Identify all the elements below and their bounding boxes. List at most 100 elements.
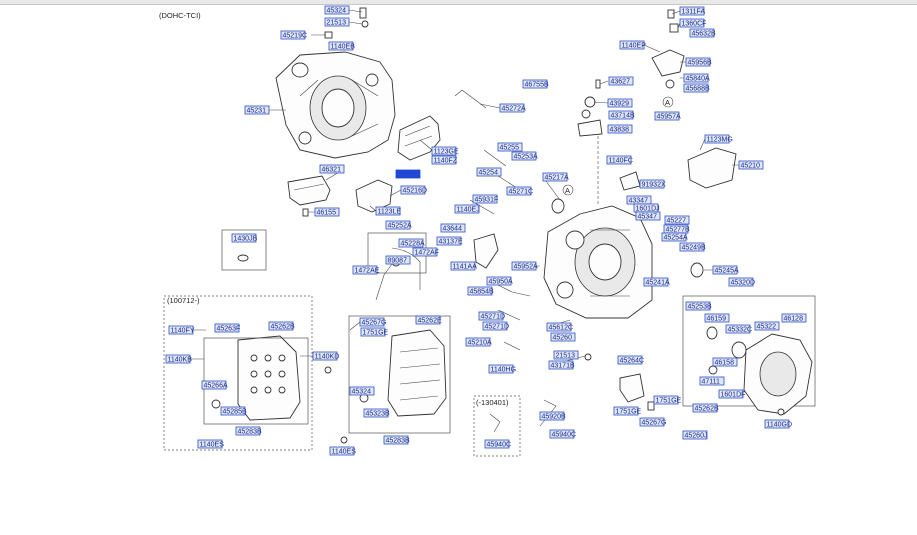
part-label-45283b[interactable]: 45283B [235, 426, 262, 436]
part-label-45632b[interactable]: 45632B [689, 28, 716, 38]
part-label-21513[interactable]: 21513 [324, 17, 350, 27]
part-label-45324[interactable]: 45324 [349, 386, 375, 396]
part-label-45957a[interactable]: 45957A [654, 111, 681, 121]
part-label-1140eb[interactable]: 1140EB [328, 41, 355, 51]
part-label-1601df[interactable]: 1601DF [718, 389, 745, 399]
part-label-45260[interactable]: 45260 [550, 332, 576, 342]
part-label-45262b[interactable]: 45262B [692, 403, 719, 413]
part-label-45254a[interactable]: 45254A [661, 232, 688, 242]
part-label-46128[interactable]: 46128 [781, 313, 807, 323]
part-label-45285b[interactable]: 45285B [220, 406, 247, 416]
part-label-45956b[interactable]: 45956B [685, 57, 712, 67]
part-label-45272a[interactable]: 45272A [499, 103, 526, 113]
part-label-45283b[interactable]: 45283B [383, 435, 410, 445]
part-label-1751ge[interactable]: 1751GE [653, 395, 682, 405]
part-label-43929[interactable]: 43929 [607, 98, 633, 108]
part-label-89087[interactable]: 89087 [385, 255, 411, 265]
part-label-45253b[interactable]: 45253B [685, 301, 712, 311]
part-label-1140fc[interactable]: 1140FC [606, 155, 633, 165]
part-label-43714b[interactable]: 43714B [608, 110, 635, 120]
part-label-1751ge[interactable]: 1751GE [613, 406, 642, 416]
part-label-45216d[interactable]: 45216D [400, 185, 427, 195]
part-label-45854b[interactable]: 45854B [467, 286, 494, 296]
part-label-1140hg[interactable]: 1140HG [488, 364, 516, 374]
part-label-45612c[interactable]: 45612C [546, 322, 573, 332]
part-label-1140gd[interactable]: 1140GD [764, 419, 792, 429]
part-label-43627[interactable]: 43627 [608, 76, 634, 86]
part-label-1141aa[interactable]: 1141AA [450, 261, 477, 271]
part-label-46159[interactable]: 46159 [704, 313, 730, 323]
part-label-1472ae[interactable]: 1472AE [352, 265, 380, 275]
part-label-45323b[interactable]: 45323B [363, 408, 390, 418]
part-label-1123le[interactable]: 1123LE [375, 206, 401, 216]
part-label-45950a[interactable]: 45950A [486, 276, 513, 286]
part-label-43171b[interactable]: 43171B [548, 360, 575, 370]
part-label-45262e[interactable]: 45262E [415, 315, 442, 325]
part-label-1601dj[interactable]: 1601DJ [633, 203, 660, 213]
part-label-45324[interactable]: 45324 [324, 5, 350, 15]
part-label-45254[interactable]: 45254 [476, 167, 502, 177]
part-label-45320d[interactable]: 45320D [728, 277, 755, 287]
part-label-1140fy[interactable]: 1140FY [168, 325, 195, 335]
part-label-45940c[interactable]: 45940C [549, 429, 576, 439]
part-label-91932x[interactable]: 91932X [639, 179, 666, 189]
part-label-1430jb[interactable]: 1430JB [231, 233, 258, 243]
part-label-47111[interactable]: 47111 [699, 376, 725, 386]
part-label-45217a[interactable]: 45217A [542, 172, 569, 182]
part-label-45249b[interactable]: 45249B [679, 242, 706, 252]
part-label-45253a[interactable]: 45253A [511, 151, 538, 161]
part-label-45940c[interactable]: 45940C [484, 439, 511, 449]
part-label-45263f[interactable]: 45263F [214, 323, 240, 333]
part-label-45322[interactable]: 45322 [754, 321, 780, 331]
part-label-45271c[interactable]: 45271C [506, 186, 533, 196]
part-label-1140ej[interactable]: 1140EJ [454, 204, 480, 214]
part-label-45267g[interactable]: 45267G [639, 417, 666, 427]
part-label-45271d[interactable]: 45271D [482, 321, 509, 331]
part-label-43137e[interactable]: 43137E [436, 236, 463, 246]
part-label-45219c[interactable]: 45219C [280, 30, 307, 40]
part-label-45255[interactable]: 45255 [497, 142, 523, 152]
part-label-1360cf[interactable]: 1360CF [679, 18, 706, 28]
part-label-46755b[interactable]: 46755B [522, 79, 549, 89]
part-label-selected[interactable] [395, 169, 421, 179]
part-label-45271d[interactable]: 45271D [478, 311, 505, 321]
part-label-46321[interactable]: 46321 [319, 164, 345, 174]
part-label-45266a[interactable]: 45266A [201, 380, 228, 390]
part-label-45688b[interactable]: 45688B [683, 83, 710, 93]
part-label-45264c[interactable]: 45264C [617, 355, 644, 365]
part-label-45952a[interactable]: 45952A [511, 261, 538, 271]
part-label-45267g[interactable]: 45267G [359, 317, 386, 327]
part-label-45228a[interactable]: 45228A [398, 238, 425, 248]
part-label-1123ge[interactable]: 1123GE [431, 146, 459, 156]
part-label-43347[interactable]: 43347 [626, 195, 652, 205]
part-label-43838[interactable]: 43838 [607, 124, 633, 134]
part-label-45332c[interactable]: 45332C [725, 324, 752, 334]
part-label-45347[interactable]: 45347 [635, 211, 661, 221]
part-label-45245a[interactable]: 45245A [712, 265, 739, 275]
part-label-1140kd[interactable]: 1140KD [312, 351, 339, 361]
part-label-45227[interactable]: 45227 [664, 215, 690, 225]
part-label-45262b[interactable]: 45262B [268, 321, 295, 331]
part-label-46155[interactable]: 46155 [314, 207, 340, 217]
part-label-1140kb[interactable]: 1140KB [165, 354, 192, 364]
part-label-45840a[interactable]: 45840A [683, 73, 710, 83]
part-label-1140ep[interactable]: 1140EP [619, 40, 646, 50]
part-label-1140es[interactable]: 1140ES [329, 446, 356, 456]
part-label-45231[interactable]: 45231 [244, 105, 270, 115]
part-label-45920b[interactable]: 45920B [539, 411, 566, 421]
part-label-1140es[interactable]: 1140ES [197, 439, 224, 449]
part-label-1311fa[interactable]: 1311FA [679, 6, 705, 16]
part-label-21513[interactable]: 21513 [553, 350, 579, 360]
part-label-45252a[interactable]: 45252A [385, 220, 412, 230]
part-label-45241a[interactable]: 45241A [643, 277, 670, 287]
part-label-1751ge[interactable]: 1751GE [360, 327, 389, 337]
part-label-45277b[interactable]: 45277B [663, 224, 690, 234]
part-label-1472af[interactable]: 1472AF [412, 247, 439, 257]
part-label-45210a[interactable]: 45210A [465, 337, 492, 347]
part-label-1140fz[interactable]: 1140FZ [431, 155, 458, 165]
part-label-45210[interactable]: 45210 [738, 160, 764, 170]
part-label-46158[interactable]: 46158 [712, 357, 738, 367]
part-label-45260j[interactable]: 45260J [682, 430, 707, 440]
part-label-1123mg[interactable]: 1123MG [704, 134, 733, 144]
part-label-43644[interactable]: 43644 [440, 223, 466, 233]
